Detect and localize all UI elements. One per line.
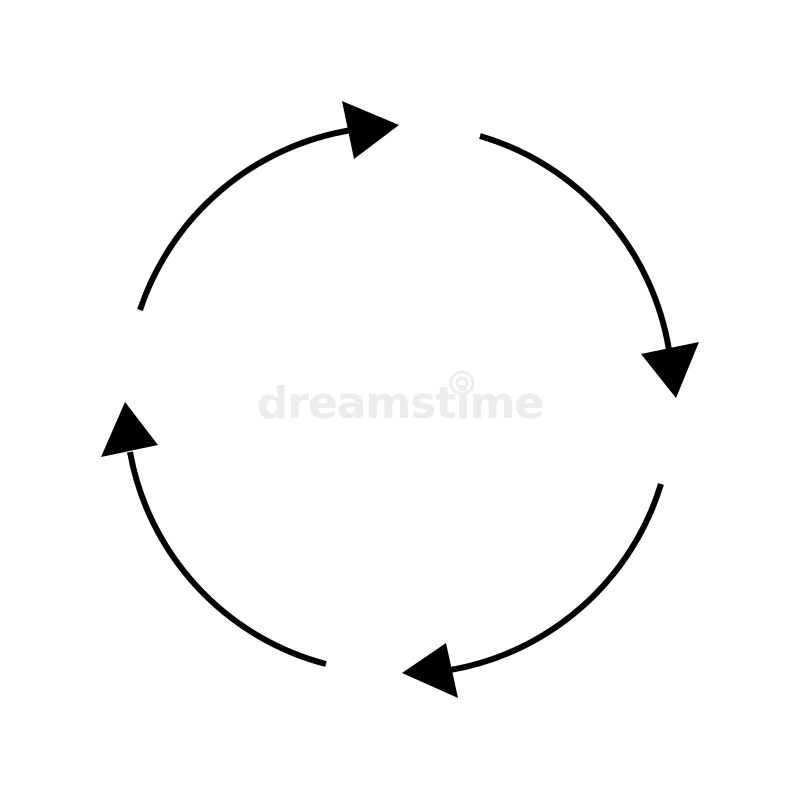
arrowhead-right: [641, 342, 699, 398]
arrow-arc-right: [479, 133, 672, 351]
arrow-arc-left: [127, 451, 327, 667]
arrowhead-top: [342, 101, 399, 159]
cycle-arrow-left: [101, 402, 327, 667]
watermark-logo-icon: [449, 370, 475, 396]
arrowhead-bottom: [402, 643, 458, 698]
arrow-arc-bottom: [449, 483, 664, 673]
cycle-arrow-bottom: [402, 483, 664, 698]
cycle-arrow-top: [137, 101, 399, 311]
watermark-text: dreamstime: [256, 378, 545, 429]
arrow-arc-top: [137, 127, 353, 311]
cycle-arrow-right: [479, 133, 699, 398]
arrowhead-left: [101, 402, 158, 457]
